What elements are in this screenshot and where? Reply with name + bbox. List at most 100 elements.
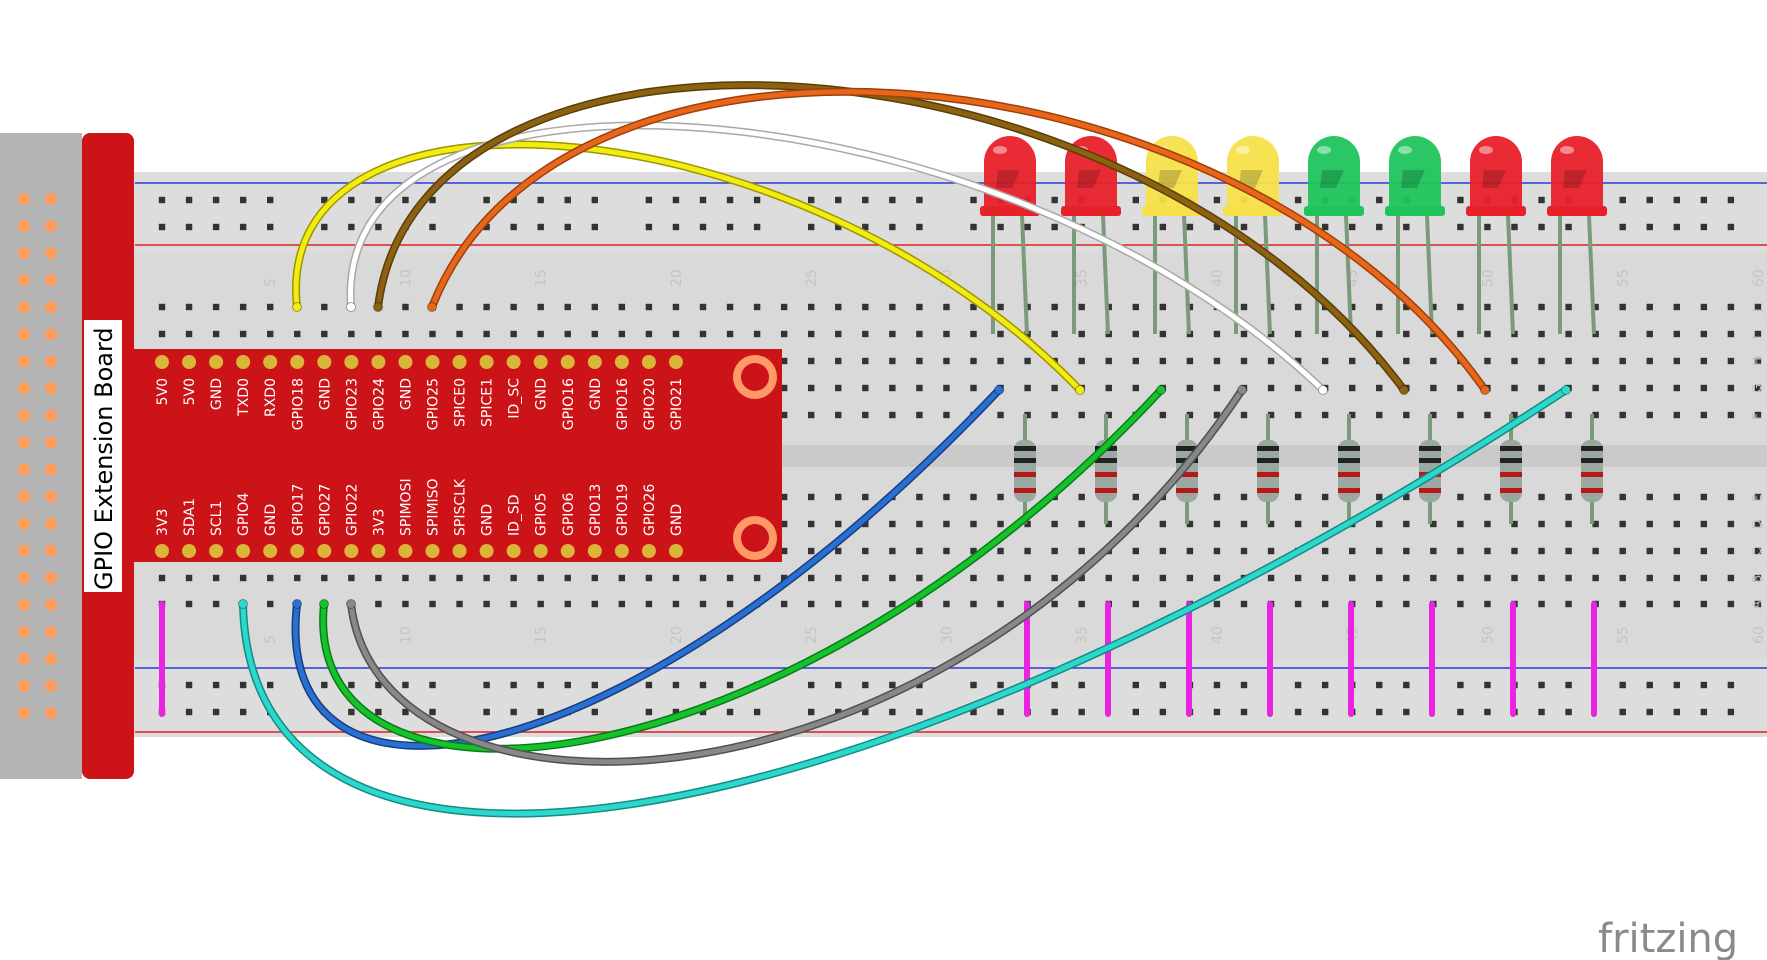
- rail-hole: [1457, 708, 1464, 716]
- terminal-hole: [510, 574, 517, 582]
- terminal-hole: [645, 600, 653, 608]
- wire-end: [1318, 385, 1328, 395]
- column-label: 15: [534, 626, 550, 644]
- terminal-hole: [1538, 303, 1545, 311]
- terminal-hole: [889, 303, 896, 311]
- rail-hole: [1619, 196, 1626, 204]
- row-label: D: [1750, 520, 1764, 529]
- resistor-band: [1176, 472, 1198, 477]
- terminal-hole: [1349, 357, 1356, 365]
- header-pin: [18, 193, 30, 205]
- gpio-pin-label: GND: [263, 504, 279, 536]
- terminal-hole: [1267, 357, 1275, 365]
- terminal-hole: [1754, 357, 1762, 365]
- rail-hole: [1511, 223, 1518, 231]
- terminal-hole: [916, 520, 923, 528]
- terminal-hole: [645, 574, 653, 582]
- terminal-hole: [1078, 600, 1085, 608]
- rail-hole: [808, 223, 815, 231]
- gpio-pin-label: GND: [480, 504, 496, 536]
- terminal-hole: [510, 303, 517, 311]
- rail-hole: [1159, 223, 1167, 231]
- rail-hole: [1484, 681, 1491, 689]
- terminal-hole: [1727, 303, 1735, 311]
- terminal-hole: [1349, 384, 1356, 392]
- column-label: 40: [1210, 626, 1226, 644]
- terminal-hole: [1051, 574, 1058, 582]
- terminal-hole: [1430, 520, 1437, 528]
- gpio-pin-label: GPIO22: [344, 484, 360, 536]
- led-green: [1308, 136, 1360, 210]
- terminal-hole: [1376, 493, 1383, 501]
- terminal-hole: [808, 520, 815, 528]
- terminal-hole: [1754, 520, 1762, 528]
- column-label: 5: [263, 278, 279, 287]
- wire-end: [994, 385, 1004, 395]
- gpio-pin-label: GND: [588, 378, 604, 410]
- rail-hole: [537, 196, 544, 204]
- rail-hole: [970, 708, 977, 716]
- terminal-hole: [1673, 547, 1680, 555]
- rail-hole: [1565, 223, 1572, 231]
- led-rim: [1142, 206, 1202, 216]
- gpio-pin: [560, 544, 575, 558]
- terminal-hole: [1240, 547, 1248, 555]
- rail-hole: [889, 681, 896, 689]
- gpio-pin-label: ID_SC: [507, 378, 523, 419]
- terminal-hole: [1267, 330, 1275, 338]
- terminal-hole: [1105, 384, 1112, 392]
- wire-end: [1480, 385, 1490, 395]
- terminal-hole: [1294, 493, 1302, 501]
- terminal-hole: [1538, 574, 1545, 582]
- terminal-hole: [1457, 600, 1464, 608]
- terminal-hole: [1267, 520, 1275, 528]
- terminal-hole: [1619, 493, 1626, 501]
- terminal-hole: [780, 547, 788, 555]
- terminal-hole: [1673, 330, 1680, 338]
- rail-hole: [1619, 681, 1626, 689]
- rail-hole: [1727, 196, 1735, 204]
- terminal-hole: [862, 330, 869, 338]
- terminal-hole: [970, 600, 977, 608]
- rail-hole: [1646, 196, 1653, 204]
- gpio-pin-label: SPIMOSI: [398, 478, 414, 536]
- terminal-hole: [212, 303, 220, 311]
- wire-end: [1156, 385, 1166, 395]
- resistor-band: [1581, 488, 1603, 493]
- header-pin: [45, 598, 57, 611]
- terminal-hole: [835, 384, 842, 392]
- column-label: 60: [1751, 626, 1767, 644]
- terminal-hole: [753, 574, 761, 582]
- led-green: [1389, 136, 1441, 210]
- led-highlight: [1236, 146, 1250, 154]
- terminal-hole: [1673, 303, 1680, 311]
- terminal-hole: [835, 330, 842, 338]
- wire-end: [346, 599, 356, 609]
- terminal-hole: [1484, 547, 1491, 555]
- rail-hole: [185, 708, 193, 716]
- header-pin: [18, 679, 30, 692]
- terminal-hole: [1592, 547, 1599, 555]
- rail-hole: [1132, 223, 1139, 231]
- wire-ends: [238, 302, 1571, 609]
- rail-hole: [1646, 223, 1653, 231]
- terminal-hole: [970, 574, 977, 582]
- header-pin: [45, 463, 57, 476]
- terminal-hole: [1349, 303, 1356, 311]
- terminal-hole: [726, 574, 734, 582]
- terminal-hole: [808, 357, 815, 365]
- rail-hole: [591, 708, 598, 716]
- column-label: 55: [1616, 626, 1632, 644]
- resistor-band: [1419, 446, 1441, 451]
- terminal-hole: [1484, 411, 1491, 419]
- terminal-hole: [1349, 547, 1356, 555]
- terminal-hole: [1727, 411, 1735, 419]
- terminal-hole: [1349, 574, 1356, 582]
- rail-hole: [1565, 681, 1572, 689]
- terminal-hole: [1646, 574, 1653, 582]
- row-label: I: [1750, 335, 1764, 339]
- rail-hole: [753, 223, 761, 231]
- terminal-hole: [997, 520, 1004, 528]
- terminal-hole: [1619, 574, 1626, 582]
- terminal-hole: [1700, 574, 1708, 582]
